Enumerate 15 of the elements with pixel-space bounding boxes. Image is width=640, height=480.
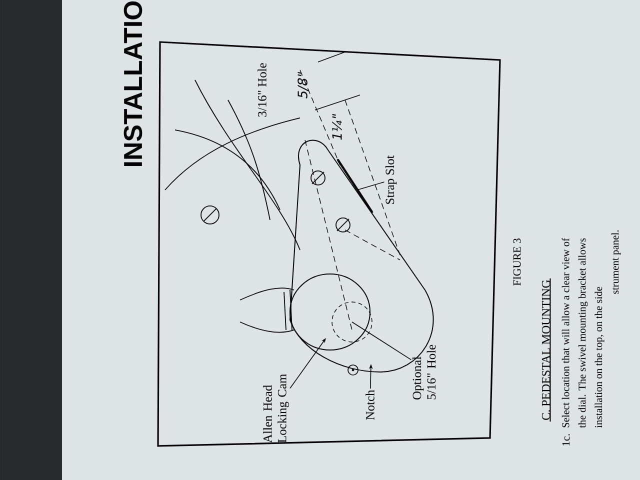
heading: INSTALLATIO: [124, 1, 142, 166]
callout-label: Strap Slot: [385, 155, 397, 204]
dimension-label: 5/8": [298, 72, 308, 98]
callout-label: Allen Head Locking Cam: [263, 374, 289, 443]
callout-label: Optional 5/16" Hole: [412, 344, 436, 400]
dimension-label: 1¼": [332, 114, 342, 140]
figure-caption: FIGURE 3: [513, 238, 521, 286]
instruction-text: strument panel.: [611, 230, 621, 294]
leader-line: [352, 322, 412, 360]
leader-line: [356, 182, 385, 190]
instruction-paragraph: Select location that will allow a clear view of the dial. The swivel mounting bracket allows installation on the top, on the side: [562, 238, 604, 428]
section-heading: C. PEDESTAL MOUNTING: [542, 278, 551, 422]
callout-label: 3/16" Hole: [258, 63, 266, 117]
callout-label: Notch: [366, 390, 374, 420]
list-number: 1c.: [562, 434, 570, 446]
